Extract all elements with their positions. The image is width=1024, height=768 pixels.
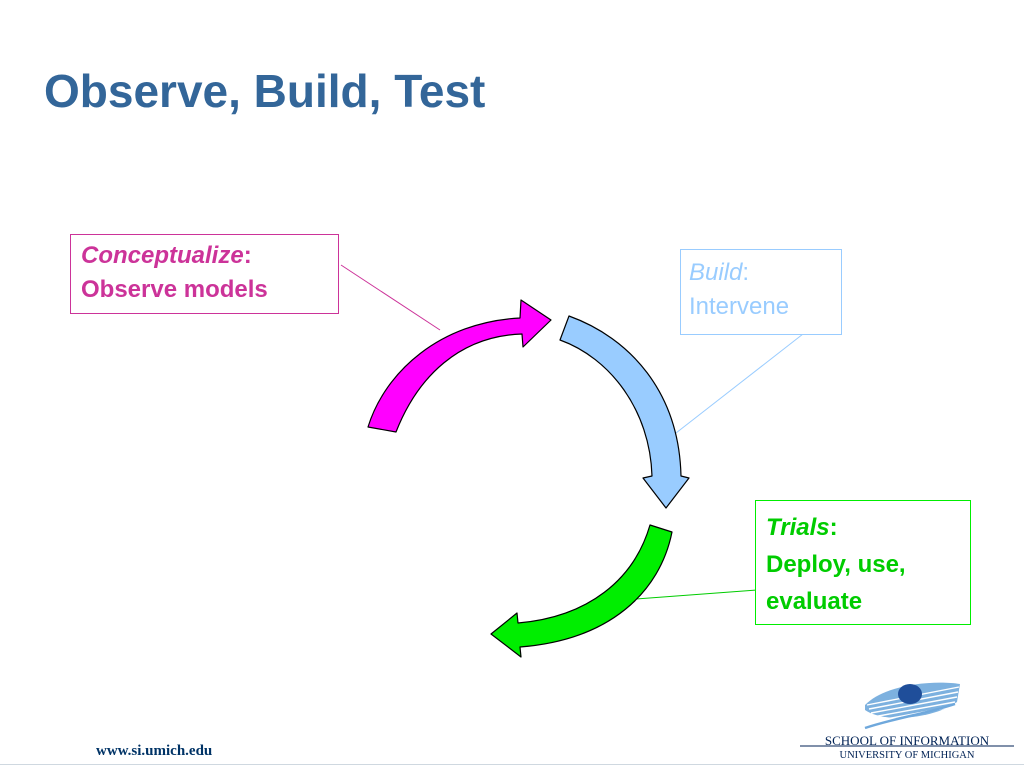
build-stage: Build: [689, 259, 743, 286]
conceptualize-connector: [340, 264, 441, 331]
logo-university-name: UNIVERSITY OF MICHIGAN: [839, 750, 975, 761]
trials-label-line2: evaluate: [766, 588, 863, 616]
logo-school-name: SCHOOL OF INFORMATION: [824, 733, 990, 748]
page-title: Observe, Build, Test: [44, 65, 486, 117]
build-colon: :: [742, 259, 750, 286]
eye-logo-icon: [864, 682, 960, 730]
trials-label-line1: Deploy, use,: [766, 551, 906, 579]
conceptualize-box: Conceptualize: Observe models: [70, 234, 339, 314]
footer-divider: [0, 764, 1024, 765]
trials-arrow: [490, 524, 673, 658]
trials-colon: :: [829, 514, 838, 541]
footer-url-link[interactable]: www.si.umich.edu: [96, 743, 213, 759]
trials-box: Trials: Deploy, use, evaluate: [755, 500, 971, 625]
build-box: Build: Intervene: [680, 249, 842, 335]
trials-stage: Trials: [766, 514, 830, 541]
trials-connector: [635, 589, 758, 600]
conceptualize-arrow: [367, 299, 552, 433]
build-label: Intervene: [689, 292, 790, 320]
build-connector: [675, 333, 804, 434]
conceptualize-label: Observe models: [81, 275, 268, 303]
conceptualize-stage: Conceptualize: [81, 242, 244, 269]
conceptualize-colon: :: [243, 242, 252, 269]
build-arrow: [559, 315, 690, 509]
